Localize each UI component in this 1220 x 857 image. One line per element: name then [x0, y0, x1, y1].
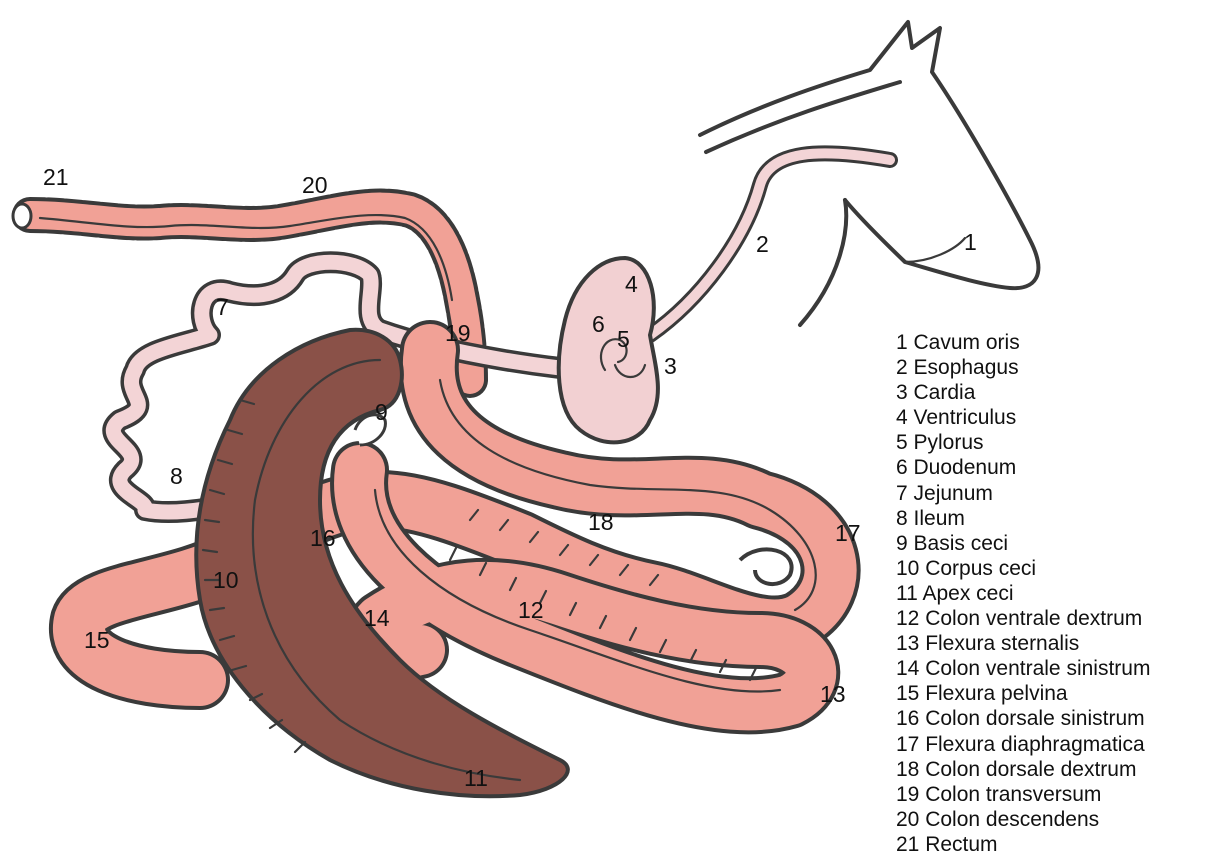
label-7: 7 [216, 294, 229, 320]
colon-ascendens [79, 350, 831, 705]
label-8: 8 [170, 463, 183, 489]
label-14: 14 [364, 605, 390, 631]
rectum-opening [13, 204, 31, 228]
legend-item: 6 Duodenum [896, 455, 1150, 480]
legend-item: 4 Ventriculus [896, 405, 1150, 430]
label-10: 10 [213, 567, 239, 593]
legend-item: 21 Rectum [896, 832, 1150, 857]
legend-item: 11 Apex ceci [896, 581, 1150, 606]
stomach [559, 258, 658, 442]
label-15: 15 [84, 627, 110, 653]
label-4: 4 [625, 271, 638, 297]
label-5: 5 [617, 326, 630, 352]
legend-item: 19 Colon transversum [896, 782, 1150, 807]
esophagus [650, 153, 890, 335]
legend-item: 8 Ileum [896, 506, 1150, 531]
legend-item: 13 Flexura sternalis [896, 631, 1150, 656]
label-12: 12 [518, 597, 544, 623]
label-13: 13 [820, 681, 846, 707]
label-3: 3 [664, 353, 677, 379]
legend-item: 14 Colon ventrale sinistrum [896, 656, 1150, 681]
label-11: 11 [464, 765, 488, 791]
label-2: 2 [756, 231, 769, 257]
legend-item: 10 Corpus ceci [896, 556, 1150, 581]
legend-item: 1 Cavum oris [896, 330, 1150, 355]
label-21: 21 [43, 164, 69, 190]
legend-item: 3 Cardia [896, 380, 1150, 405]
legend-item: 18 Colon dorsale dextrum [896, 757, 1150, 782]
label-9: 9 [375, 399, 388, 425]
legend-item: 16 Colon dorsale sinistrum [896, 706, 1150, 731]
label-16: 16 [310, 525, 336, 551]
label-6: 6 [592, 311, 605, 337]
legend-item: 12 Colon ventrale dextrum [896, 606, 1150, 631]
legend-item: 20 Colon descendens [896, 807, 1150, 832]
legend-item: 9 Basis ceci [896, 531, 1150, 556]
label-20: 20 [302, 172, 328, 198]
legend-item: 7 Jejunum [896, 481, 1150, 506]
label-17: 17 [835, 520, 861, 546]
legend-item: 5 Pylorus [896, 430, 1150, 455]
legend-list: 1 Cavum oris 2 Esophagus 3 Cardia 4 Vent… [896, 330, 1150, 857]
legend-item: 17 Flexura diaphragmatica [896, 732, 1150, 757]
legend-item: 2 Esophagus [896, 355, 1150, 380]
legend-item: 15 Flexura pelvina [896, 681, 1150, 706]
horse-head-outline [700, 22, 1038, 325]
label-19: 19 [445, 320, 471, 346]
label-18: 18 [588, 509, 614, 535]
label-1: 1 [964, 229, 977, 255]
